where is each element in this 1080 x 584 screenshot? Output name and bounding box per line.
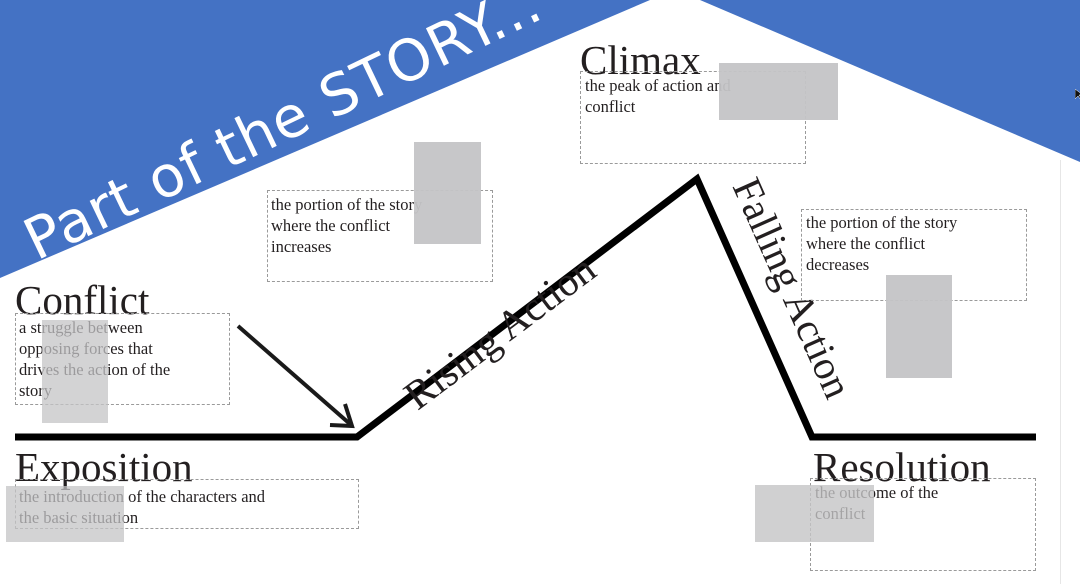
redaction-block	[719, 63, 838, 120]
redaction-block	[755, 485, 874, 542]
redaction-block	[886, 275, 952, 378]
conflict-arrow-shaft	[236, 324, 352, 426]
redaction-block	[42, 320, 108, 423]
slide-edge-divider	[1060, 160, 1061, 584]
rising-action-desc-box	[267, 190, 493, 282]
plot-line	[15, 173, 1036, 441]
redaction-block	[6, 486, 124, 542]
exposition-title: Exposition	[15, 444, 193, 490]
top-left-banner	[0, 0, 650, 278]
falling-action-description: the portion of the story where the confl…	[806, 213, 958, 274]
top-right-banner	[700, 0, 1080, 162]
conflict-desc-box	[15, 313, 230, 405]
resolution-title: Resolution	[813, 444, 991, 490]
climax-description: the peak of action and conflict	[585, 76, 731, 116]
redaction-block	[414, 142, 481, 244]
climax-title: Climax	[580, 37, 701, 83]
rising-action-description: the portion of the story where the confl…	[271, 195, 423, 256]
mouse-cursor-icon	[1075, 89, 1080, 100]
conflict-arrow-head	[329, 403, 355, 429]
